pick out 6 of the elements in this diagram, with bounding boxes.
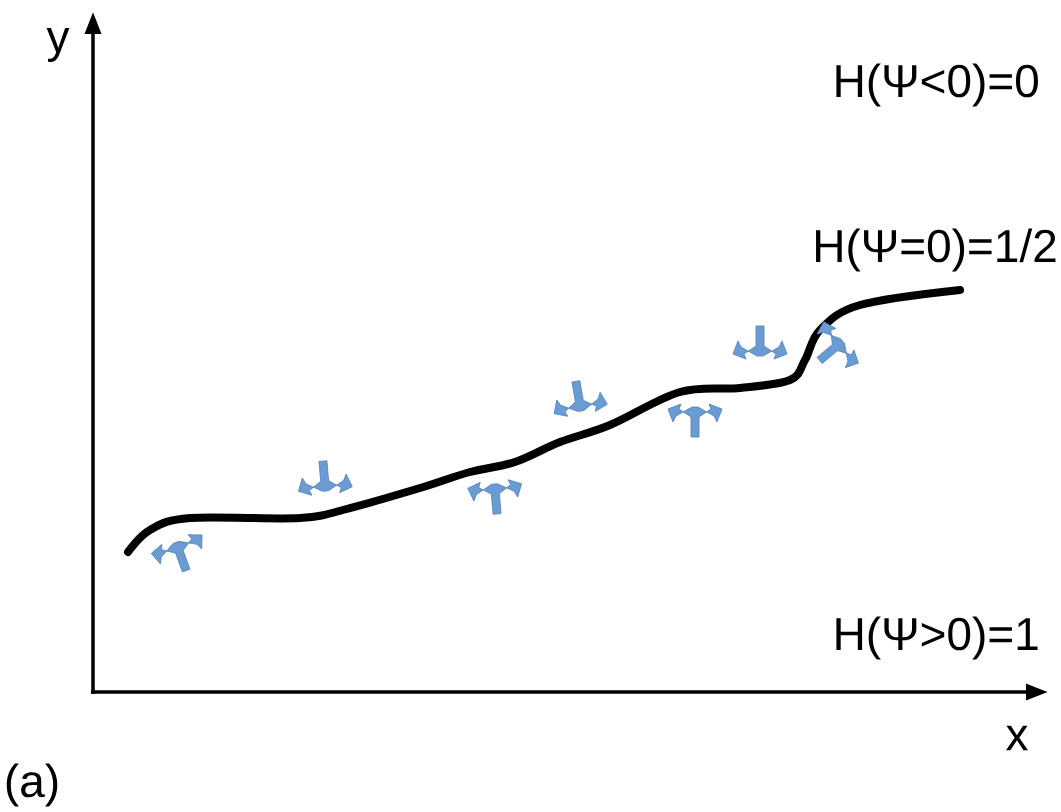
region-label: H(Ψ<0)=0 — [836, 63, 1038, 107]
interface-label: H(Ψ=0)=1/2 — [816, 228, 1056, 272]
axis-label: y — [46, 28, 70, 62]
panel-label: (a) — [6, 763, 58, 807]
axis-label: x — [1006, 725, 1028, 751]
region-label: H(Ψ>0)=1 — [836, 616, 1038, 660]
